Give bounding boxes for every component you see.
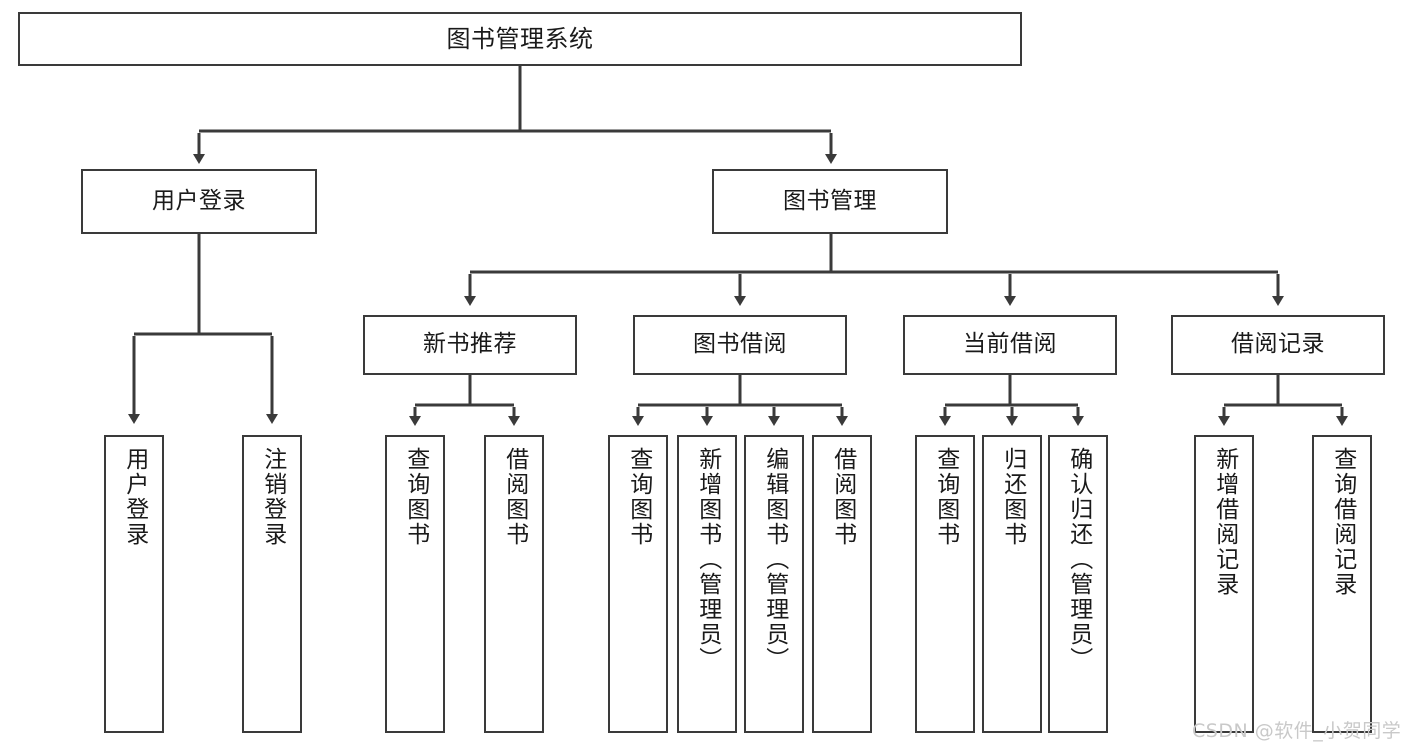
node-leaf-user-logout-label: 注销登录	[259, 447, 286, 547]
node-leaf-query-book-cur-label: 查询图书	[932, 447, 959, 547]
node-book-manage-label: 图书管理	[783, 187, 877, 214]
node-leaf-query-borrow-record[interactable]: 查询借阅记录	[1312, 435, 1372, 733]
node-leaf-query-book-rec[interactable]: 查询图书	[385, 435, 445, 733]
node-leaf-borrow-book-rec-label: 借阅图书	[501, 447, 528, 547]
node-leaf-add-book-admin[interactable]: 新增图书（管理员）	[677, 435, 737, 733]
node-leaf-query-book-cur[interactable]: 查询图书	[915, 435, 975, 733]
watermark-text: CSDN @软件_小贺同学	[1192, 720, 1402, 742]
node-leaf-query-book-borrow-label: 查询图书	[625, 447, 652, 547]
node-leaf-edit-book-admin-label: 编辑图书（管理员）	[761, 447, 788, 672]
node-book-borrow-label: 图书借阅	[693, 331, 787, 358]
node-new-book-rec-label: 新书推荐	[423, 331, 517, 358]
node-leaf-return-book-label: 归还图书	[999, 447, 1026, 547]
node-leaf-user-login-label: 用户登录	[121, 447, 148, 547]
node-leaf-query-borrow-record-label: 查询借阅记录	[1329, 447, 1356, 597]
node-current-borrow[interactable]: 当前借阅	[903, 315, 1117, 375]
node-root-label: 图书管理系统	[446, 24, 594, 53]
node-leaf-add-borrow-record[interactable]: 新增借阅记录	[1194, 435, 1254, 733]
node-borrow-record[interactable]: 借阅记录	[1171, 315, 1385, 375]
node-leaf-add-borrow-record-label: 新增借阅记录	[1211, 447, 1238, 597]
node-leaf-borrow-book-label: 借阅图书	[829, 447, 856, 547]
node-book-borrow[interactable]: 图书借阅	[633, 315, 847, 375]
node-leaf-edit-book-admin[interactable]: 编辑图书（管理员）	[744, 435, 804, 733]
node-leaf-query-book-borrow[interactable]: 查询图书	[608, 435, 668, 733]
node-leaf-confirm-return-admin-label: 确认归还（管理员）	[1065, 447, 1092, 672]
node-leaf-query-book-rec-label: 查询图书	[402, 447, 429, 547]
node-leaf-borrow-book[interactable]: 借阅图书	[812, 435, 872, 733]
node-leaf-return-book[interactable]: 归还图书	[982, 435, 1042, 733]
node-current-borrow-label: 当前借阅	[963, 331, 1057, 358]
node-leaf-confirm-return-admin[interactable]: 确认归还（管理员）	[1048, 435, 1108, 733]
node-new-book-rec[interactable]: 新书推荐	[363, 315, 577, 375]
node-leaf-borrow-book-rec[interactable]: 借阅图书	[484, 435, 544, 733]
node-borrow-record-label: 借阅记录	[1231, 331, 1325, 358]
node-leaf-add-book-admin-label: 新增图书（管理员）	[694, 447, 721, 672]
node-user-login-label: 用户登录	[152, 187, 246, 214]
node-leaf-user-login[interactable]: 用户登录	[104, 435, 164, 733]
node-root[interactable]: 图书管理系统	[18, 12, 1022, 66]
node-book-manage[interactable]: 图书管理	[712, 169, 948, 234]
node-user-login[interactable]: 用户登录	[81, 169, 317, 234]
node-leaf-user-logout[interactable]: 注销登录	[242, 435, 302, 733]
